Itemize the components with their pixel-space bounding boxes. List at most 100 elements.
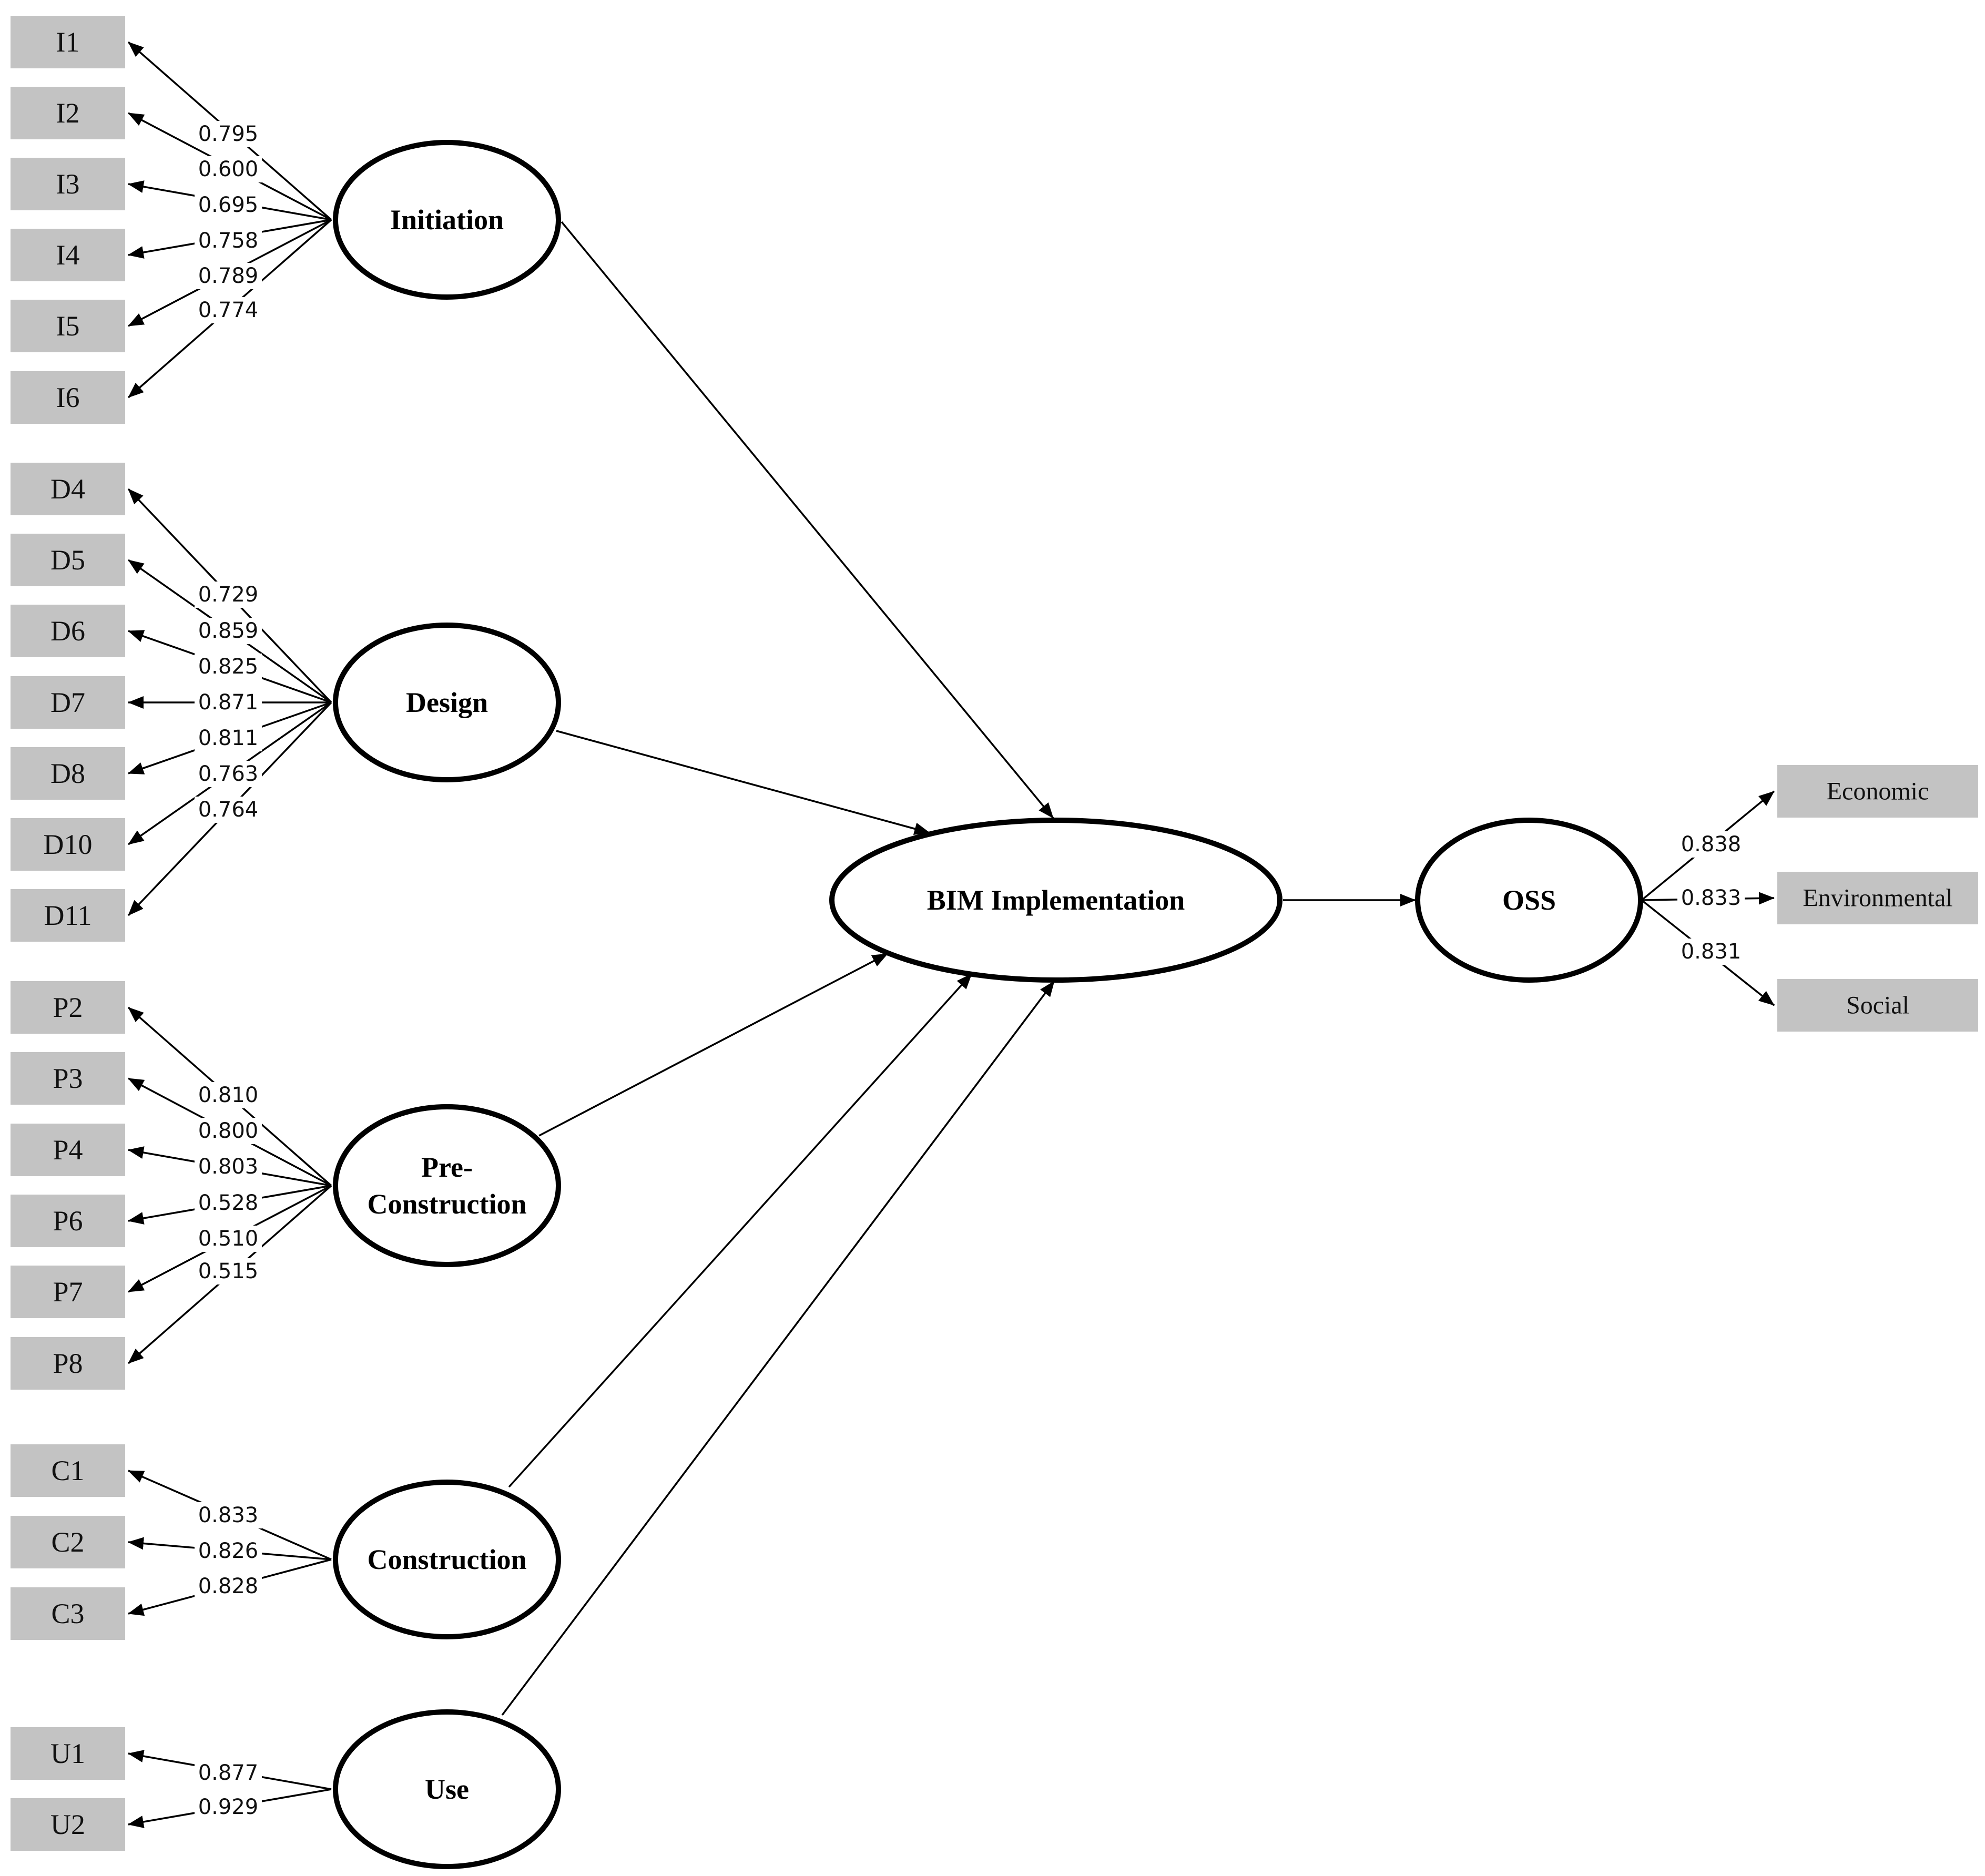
construct-preconstruction: Pre- Construction: [333, 1104, 561, 1267]
indicator-label-i4: I4: [56, 239, 80, 271]
loading-label-layer: 0.7950.6000.6950.7580.7890.7740.7290.859…: [195, 121, 1745, 1820]
indicator-label-i1: I1: [56, 26, 80, 58]
loading-label-bg: [195, 1118, 262, 1144]
indicator-label-p6: P6: [53, 1205, 83, 1237]
indicator-label-d11: D11: [44, 900, 92, 931]
construct-bim-implementation: BIM Implementation: [829, 818, 1282, 983]
indicator-box-economic: [1777, 765, 1978, 818]
indicator-box-p3: [11, 1052, 125, 1105]
loading-label-bg: [195, 689, 262, 716]
indicator-box-i3: [11, 158, 125, 210]
loading-value-c1: 0.833: [198, 1503, 259, 1527]
indicator-label-p4: P4: [53, 1134, 83, 1166]
construct-construction: Construction: [333, 1480, 561, 1639]
loading-value-d7: 0.871: [198, 690, 259, 715]
loading-value-i4: 0.758: [198, 229, 259, 253]
indicator-box-d6: [11, 605, 125, 657]
indicator-label-d10: D10: [44, 829, 93, 860]
loading-value-environmental: 0.833: [1681, 886, 1742, 910]
loading-label-bg: [195, 1082, 262, 1108]
indicator-box-p6: [11, 1195, 125, 1247]
loading-value-d11: 0.764: [198, 798, 259, 822]
loading-label-bg: [195, 1190, 262, 1216]
loading-value-d8: 0.811: [198, 726, 259, 750]
indicator-label-p7: P7: [53, 1276, 83, 1308]
indicator-box-p8: [11, 1337, 125, 1390]
loading-value-economic: 0.838: [1681, 832, 1742, 857]
construct-use-label: Use: [425, 1773, 469, 1805]
loading-value-c2: 0.826: [198, 1539, 259, 1563]
indicator-box-social: [1777, 979, 1978, 1032]
path-initiation-bim: [561, 221, 1054, 819]
loading-label-bg: [1677, 939, 1745, 965]
loading-label-bg: [195, 618, 262, 644]
loading-label-bg: [195, 192, 262, 218]
indicator-box-i2: [11, 87, 125, 139]
loading-value-p8: 0.515: [198, 1259, 259, 1283]
loading-value-c3: 0.828: [198, 1574, 259, 1598]
loading-label-bg: [195, 797, 262, 823]
indicator-label-p2: P2: [53, 992, 83, 1023]
indicator-label-c2: C2: [51, 1526, 84, 1558]
indicator-label-i6: I6: [56, 382, 80, 413]
construct-oss: OSS: [1415, 818, 1643, 983]
loading-value-u1: 0.877: [198, 1761, 259, 1785]
loading-label-bg: [195, 582, 262, 608]
loading-label-bg: [195, 263, 262, 289]
loading-label-bg: [195, 1226, 262, 1252]
loading-value-p3: 0.800: [198, 1119, 259, 1143]
loading-label-bg: [195, 1154, 262, 1180]
loading-value-d4: 0.729: [198, 583, 259, 607]
indicator-label-p3: P3: [53, 1063, 83, 1094]
path-use-bim: [501, 980, 1055, 1716]
loading-value-d5: 0.859: [198, 619, 259, 643]
indicator-box-d7: [11, 676, 125, 729]
indicator-box-i4: [11, 229, 125, 281]
construct-construction-label: Construction: [367, 1544, 526, 1575]
loading-label-bg: [1677, 885, 1745, 911]
indicator-label-d8: D8: [50, 758, 85, 789]
indicator-label-social: Social: [1846, 992, 1909, 1019]
indicator-label-u1: U1: [50, 1738, 85, 1769]
path-design-bim: [556, 730, 930, 835]
path-preconstruction-bim: [538, 953, 888, 1137]
loading-label-bg: [195, 228, 262, 254]
loading-value-p4: 0.803: [198, 1155, 259, 1179]
loading-label-bg: [1677, 831, 1745, 858]
loading-label-bg: [195, 1538, 262, 1564]
indicator-label-d5: D5: [50, 544, 85, 576]
loading-label-bg: [195, 1258, 262, 1284]
construct-design-label: Design: [406, 687, 488, 718]
indicator-box-i6: [11, 371, 125, 424]
construct-use: Use: [333, 1709, 561, 1869]
loading-label-bg: [195, 121, 262, 147]
loading-value-i2: 0.600: [198, 157, 259, 181]
indicator-box-u1: [11, 1727, 125, 1780]
loading-value-p2: 0.810: [198, 1083, 259, 1107]
loading-label-bg: [195, 297, 262, 323]
construct-initiation: Initiation: [333, 140, 561, 300]
indicator-box-d10: [11, 818, 125, 871]
indicator-label-u2: U2: [50, 1809, 85, 1840]
indicator-box-i5: [11, 300, 125, 352]
loading-value-p6: 0.528: [198, 1191, 259, 1215]
loading-label-bg: [195, 761, 262, 787]
indicator-box-c2: [11, 1516, 125, 1568]
indicator-label-d4: D4: [50, 473, 85, 505]
indicator-label-d6: D6: [50, 615, 85, 647]
construct-bim-label: BIM Implementation: [927, 884, 1185, 916]
indicator-label-environmental: Environmental: [1803, 884, 1952, 912]
construct-preconstruction-label-line1: Pre-: [421, 1151, 473, 1183]
indicator-box-p2: [11, 981, 125, 1034]
indicator-label-d7: D7: [50, 687, 85, 718]
indicator-box-d8: [11, 747, 125, 800]
construct-initiation-label: Initiation: [390, 204, 504, 236]
indicator-box-c1: [11, 1444, 125, 1497]
loading-label-bg: [195, 725, 262, 751]
path-construction-bim: [508, 973, 973, 1488]
construct-design: Design: [333, 623, 561, 782]
loading-label-bg: [195, 1502, 262, 1528]
loading-value-i1: 0.795: [198, 122, 259, 146]
loading-value-d10: 0.763: [198, 762, 259, 786]
